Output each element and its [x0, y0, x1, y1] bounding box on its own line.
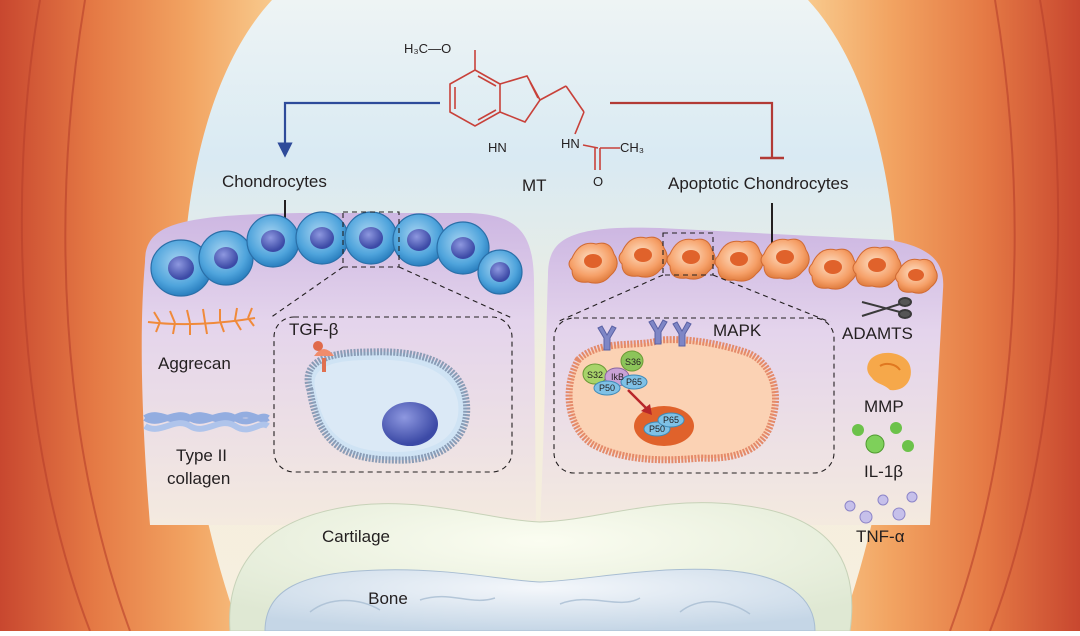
il1b-label: IL-1β	[864, 462, 903, 481]
svg-text:S36: S36	[625, 357, 641, 367]
nfkb-complex: S32 S36 IkB P50 P65 P50 P65	[582, 350, 685, 437]
tnf-icon	[844, 491, 918, 524]
svg-text:S32: S32	[587, 370, 603, 380]
promote-arrow	[277, 101, 440, 158]
inhibit-arrow	[610, 101, 774, 157]
collagen-label-line1: Type II	[176, 446, 227, 465]
bone	[264, 568, 816, 632]
methyl-label: CH₃	[620, 140, 644, 155]
cartilage-label: Cartilage	[322, 527, 390, 546]
tgf-receptor-icon	[313, 341, 334, 372]
tgf-callout-frame	[269, 211, 513, 473]
indole-nh-label: HN	[488, 140, 507, 155]
svg-text:P65: P65	[663, 415, 679, 425]
svg-text:P65: P65	[626, 377, 642, 387]
mapk-callout-frame	[553, 232, 835, 474]
methoxy-label: H₃C—O	[404, 41, 451, 56]
mapk-receptor-icons	[597, 319, 692, 351]
aggrecan-label: Aggrecan	[158, 354, 231, 373]
mmp-icon	[867, 352, 911, 391]
apoptotic-cell-closeup	[565, 336, 779, 464]
healthy-cell-closeup	[304, 348, 471, 464]
tnf-label: TNF-α	[856, 527, 905, 546]
adamts-label: ADAMTS	[842, 324, 913, 343]
apoptotic-chondrocytes-title: Apoptotic Chondrocytes	[668, 174, 849, 193]
collagen-label-line2: collagen	[167, 469, 230, 488]
chondrocytes-title: Chondrocytes	[222, 172, 327, 191]
mmp-label: MMP	[864, 397, 904, 416]
healthy-chondrocyte-row	[150, 211, 523, 297]
bone-label: Bone	[368, 589, 408, 608]
melatonin-structure	[449, 50, 620, 170]
il1b-icon	[852, 422, 914, 454]
tgf-label: TGF-β	[289, 320, 339, 339]
collagen-icon	[143, 411, 270, 433]
aggrecan-icon	[147, 307, 256, 335]
svg-text:P50: P50	[649, 424, 665, 434]
scissors-icon	[861, 297, 912, 319]
svg-text:IkB: IkB	[611, 372, 624, 382]
melatonin-label: MT	[522, 176, 547, 195]
apoptotic-chondrocyte-row	[568, 236, 938, 294]
mapk-label: MAPK	[713, 321, 762, 340]
amide-nh-label: HN	[561, 136, 580, 151]
bone-trabeculae	[309, 595, 751, 615]
svg-text:P50: P50	[599, 383, 615, 393]
carbonyl-o-label: O	[593, 174, 603, 189]
